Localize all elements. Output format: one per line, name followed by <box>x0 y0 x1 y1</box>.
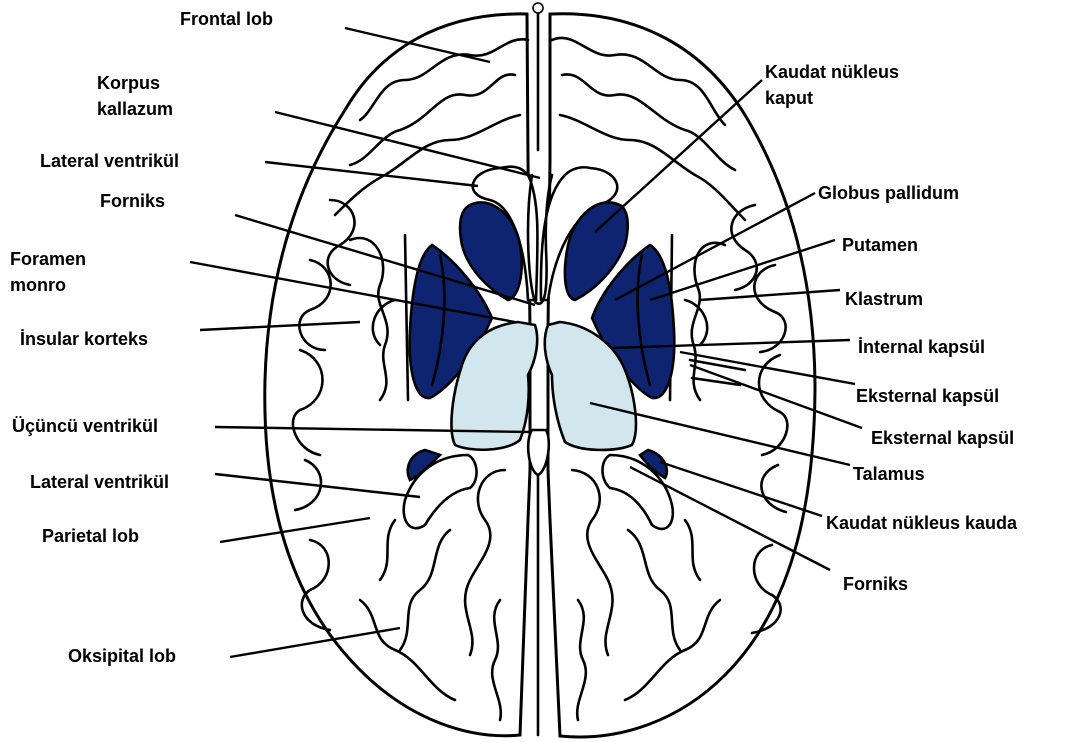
label-foramen-monro-line1: Foramen <box>10 246 86 272</box>
label-putamen: Putamen <box>842 232 918 258</box>
label-lateral-ventrikul-bottom: Lateral ventrikül <box>30 469 169 495</box>
label-forniks-top: Forniks <box>100 188 165 214</box>
label-forniks-bottom: Forniks <box>843 571 908 597</box>
label-ucuncu-ventrikul: Üçüncü ventrikül <box>12 413 158 439</box>
label-frontal-lob: Frontal lob <box>180 6 273 32</box>
label-globus-pallidum: Globus pallidum <box>818 180 959 206</box>
label-eksternal-kapsul-1: Eksternal kapsül <box>856 383 999 409</box>
label-kaudat-nukleus-kaput-line2: kaput <box>765 85 813 111</box>
fissure-top-mark <box>533 3 543 13</box>
label-oksipital-lob: Oksipital lob <box>68 643 176 669</box>
label-talamus: Talamus <box>853 461 925 487</box>
label-kaudat-nukleus-kaput-line1: Kaudat nükleus <box>765 59 899 85</box>
label-korpus-kallazum-line2: kallazum <box>97 96 173 122</box>
label-kaudat-nukleus-kauda: Kaudat nükleus kauda <box>826 510 1017 536</box>
label-insular-korteks: İnsular korteks <box>20 326 148 352</box>
label-klastrum: Klastrum <box>845 286 923 312</box>
label-eksternal-kapsul-2: Eksternal kapsül <box>871 425 1014 451</box>
label-lateral-ventrikul-top: Lateral ventrikül <box>40 148 179 174</box>
label-internal-kapsul: İnternal kapsül <box>858 334 985 360</box>
label-korpus-kallazum-line1: Korpus <box>97 70 160 96</box>
label-foramen-monro-line2: monro <box>10 272 66 298</box>
label-parietal-lob: Parietal lob <box>42 523 139 549</box>
third-ventricle <box>528 430 549 475</box>
